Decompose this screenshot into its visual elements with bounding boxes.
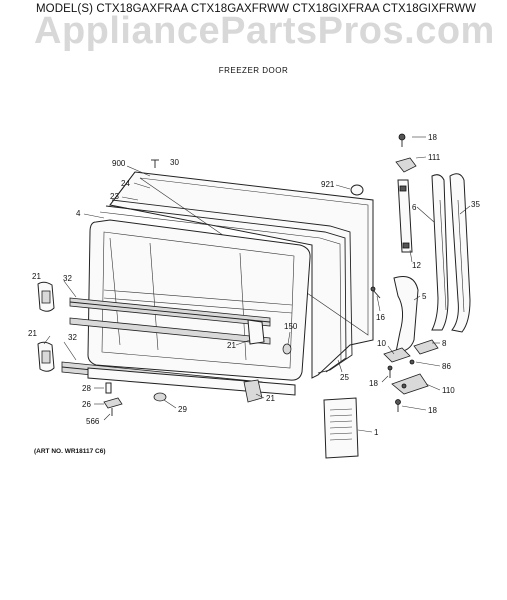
shelf-rail-upper <box>69 297 271 327</box>
hinge-bracket-8 <box>413 339 439 355</box>
callout-32-lower: 32 <box>68 333 77 342</box>
callout-5: 5 <box>422 292 427 301</box>
models-line: MODEL(S) CTX18GAXFRAA CTX18GAXFRWW CTX18… <box>36 3 477 15</box>
callout-921: 921 <box>321 180 335 189</box>
callout-6: 6 <box>412 203 417 212</box>
leader-lines <box>43 136 471 433</box>
callout-21-upper-left: 21 <box>32 272 41 281</box>
callout-900: 900 <box>112 159 126 168</box>
door-gasket <box>99 199 353 374</box>
hinge-pin-10 <box>383 347 411 363</box>
callout-18-middle: 18 <box>369 379 378 388</box>
callout-29: 29 <box>178 405 187 414</box>
callout-21-bottom: 21 <box>266 394 275 403</box>
hinge-bracket <box>393 276 419 353</box>
stop-28 <box>105 382 112 394</box>
callout-111: 111 <box>428 153 441 162</box>
bottom-hinge-110 <box>391 373 429 395</box>
rail-end-cap-left-lower <box>37 341 55 372</box>
part-150 <box>282 343 292 355</box>
rail-end-cap-right-lower <box>243 379 263 403</box>
callout-26: 26 <box>82 400 91 409</box>
callout-35: 35 <box>471 200 480 209</box>
callout-labels: 18 111 30 900 24 921 23 6 35 4 12 21 32 … <box>28 133 480 437</box>
cam-29 <box>153 392 167 402</box>
callout-10: 10 <box>377 339 386 348</box>
callout-18-top: 18 <box>428 133 437 142</box>
shelf-rail-middle <box>69 317 271 345</box>
callout-8: 8 <box>442 339 447 348</box>
door-handle <box>431 173 471 333</box>
screw-16 <box>370 286 381 299</box>
rail-end-cap-right-upper <box>247 319 265 345</box>
callout-23: 23 <box>110 192 119 201</box>
hinge-top <box>395 157 417 173</box>
screw-18-middle <box>387 365 393 378</box>
door-liner <box>87 219 311 381</box>
callout-21-center: 21 <box>227 341 236 350</box>
callout-21-lower-left: 21 <box>28 329 37 338</box>
callout-24: 24 <box>121 179 130 188</box>
screw-86 <box>409 359 415 365</box>
callout-32-upper: 32 <box>63 274 72 283</box>
callout-150: 150 <box>284 322 298 331</box>
callout-16: 16 <box>376 313 385 322</box>
callout-28: 28 <box>82 384 91 393</box>
callout-1: 1 <box>374 428 379 437</box>
art-number: (ART NO. WR18117 C6) <box>34 448 106 455</box>
diagram-subtitle: FREEZER DOOR <box>218 66 289 75</box>
callout-86: 86 <box>442 362 451 371</box>
callout-25: 25 <box>340 373 349 382</box>
bracket-26 <box>103 397 123 416</box>
callout-30: 30 <box>170 158 179 167</box>
handle-trim <box>397 179 413 253</box>
screw-top <box>398 133 406 147</box>
callout-4: 4 <box>76 209 81 218</box>
screw-30 <box>151 159 159 168</box>
header: AppliancePartsPros.com MODEL(S) CTX18GAX… <box>0 0 507 80</box>
rail-end-cap-left-upper <box>37 281 55 312</box>
callout-18-bottom: 18 <box>428 406 437 415</box>
callout-566: 566 <box>86 417 100 426</box>
screw-18-bottom <box>395 399 401 412</box>
owners-manual <box>323 397 359 459</box>
plug-921 <box>350 184 364 196</box>
shelf-rail-bottom <box>87 367 296 396</box>
callout-12: 12 <box>412 261 421 270</box>
watermark: AppliancePartsPros.com <box>34 10 495 52</box>
callout-110: 110 <box>442 386 455 395</box>
freezer-door-exploded-diagram: 18 111 30 900 24 921 23 6 35 4 12 21 32 … <box>28 133 480 459</box>
